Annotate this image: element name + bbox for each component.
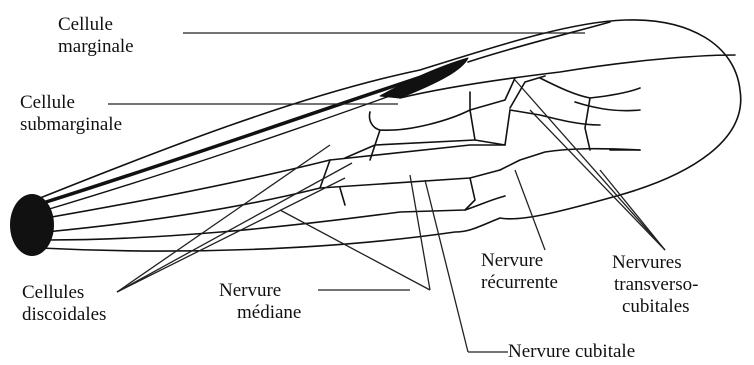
leader-transverso-cubitales-3 xyxy=(600,170,665,250)
label-cellule-submarginale: Cellule submarginale xyxy=(20,92,122,136)
leader-nervure-mediane-3 xyxy=(410,175,430,290)
label-cellules-discoidales: Cellules discoidales xyxy=(22,282,106,326)
label-nervure-mediane: Nervure médiane xyxy=(219,280,301,324)
leader-nervure-recurrente xyxy=(515,170,545,250)
label-nervure-recurrente: Nervure récurrente xyxy=(481,250,558,294)
label-nervure-cubitale: Nervure cubitale xyxy=(508,341,635,363)
label-cellule-marginale: Cellule marginale xyxy=(58,14,134,58)
leader-cellules-discoidales-2 xyxy=(117,178,345,292)
leader-transverso-cubitales-2 xyxy=(530,110,665,250)
wing-base xyxy=(10,194,54,256)
leader-nervure-mediane-2 xyxy=(280,210,430,290)
label-nervures-transverso-cubitales: Nervures transverso- cubitales xyxy=(612,252,698,318)
